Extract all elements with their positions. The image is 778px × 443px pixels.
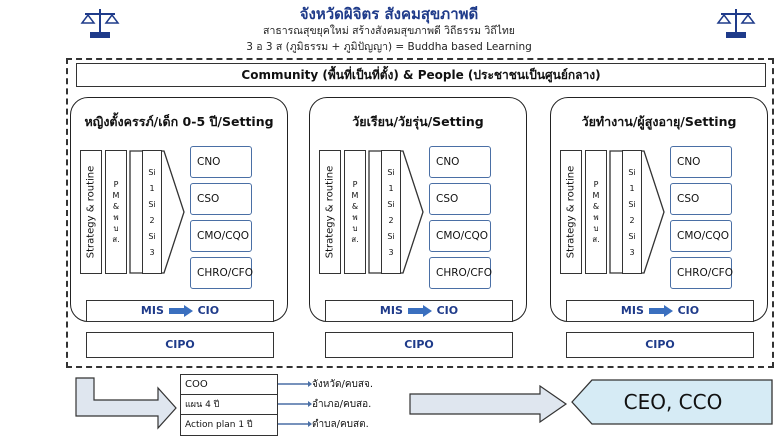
si-char: Si: [387, 200, 395, 209]
cipo-box: CIPO: [86, 332, 274, 358]
coo-label: COO: [181, 375, 277, 395]
page-title: จังหวัดผิจิตร สังคมสุขภาพดี: [299, 5, 479, 23]
pm-char: &: [351, 202, 359, 211]
justice-scale-left-icon: [80, 9, 120, 38]
role-box: CHRO/CFO: [429, 257, 492, 289]
ceo-cco-label: CEO, CCO: [623, 390, 723, 414]
framework-frame: [66, 58, 774, 368]
si-char: 3: [629, 248, 635, 257]
si-char: Si: [387, 168, 395, 177]
role-box: CSO: [190, 183, 252, 215]
pm-char: M: [351, 191, 359, 200]
si-char: Si: [148, 168, 156, 177]
pm-char: ส.: [592, 235, 600, 244]
mis-label: MIS: [140, 304, 164, 317]
right-arrow-icon: [168, 305, 193, 317]
pm-char: บ: [113, 224, 119, 233]
si-char: Si: [628, 232, 636, 241]
mis-label: MIS: [620, 304, 644, 317]
mis-cio-bar: MIS CIO: [86, 300, 274, 322]
strategy-box: Strategy & routine: [80, 150, 102, 274]
section-title: หญิงตั้งครรภ์/เด็ก 0-5 ปี/Setting: [84, 114, 274, 129]
si-char: 1: [388, 184, 394, 193]
pm-char: บ: [352, 224, 358, 233]
si-char: 1: [629, 184, 635, 193]
ceo-shape: [571, 379, 773, 425]
cio-label: CIO: [436, 304, 459, 317]
si-char: 3: [149, 248, 155, 257]
strategy-box: Strategy & routine: [319, 150, 341, 274]
role-box: CSO: [670, 183, 732, 215]
si-char: 2: [629, 216, 635, 225]
cio-label: CIO: [677, 304, 700, 317]
pm-box: [105, 150, 127, 274]
action-plan-label: Action plan 1 ปี: [185, 420, 253, 430]
mis-cio-bar: MIS CIO: [566, 300, 754, 322]
role-box: CSO: [429, 183, 491, 215]
pm-char: P: [113, 180, 119, 189]
pm-char: พ: [113, 213, 119, 222]
mis-cio-bar: MIS CIO: [325, 300, 513, 322]
role-box: CMO/CQO: [429, 220, 491, 252]
si-char: 2: [149, 216, 155, 225]
community-banner: Community (พื้นที่เป็นที่ตั้ง) & People …: [76, 63, 766, 87]
strategy-box: Strategy & routine: [560, 150, 582, 274]
si-char: Si: [628, 200, 636, 209]
pm-char: ส.: [112, 235, 120, 244]
si-char: Si: [628, 168, 636, 177]
cio-label: CIO: [197, 304, 220, 317]
strategy-label: Strategy & routine: [324, 165, 336, 259]
justice-scale-right-icon: [716, 9, 756, 38]
level-subdistrict: ตำบล/คบสต.: [312, 419, 369, 430]
mis-label: MIS: [379, 304, 403, 317]
pm-char: P: [352, 180, 358, 189]
pm-char: &: [592, 202, 600, 211]
header-subtitle-2: 3 อ 3 ส (ภูมิธรรม + ภูมิปัญญา) = Buddha …: [246, 41, 532, 53]
coo-box: COO แผน 4 ปี Action plan 1 ปี: [180, 374, 278, 436]
role-box: CNO: [670, 146, 732, 178]
strategy-label: Strategy & routine: [565, 165, 577, 259]
right-arrow-icon: [407, 305, 432, 317]
four-year-plan-label: แผน 4 ปี: [181, 395, 277, 415]
si-box: [381, 150, 401, 274]
role-box: CMO/CQO: [190, 220, 252, 252]
pm-char: ส.: [351, 235, 359, 244]
level-district: อำเภอ/คบสอ.: [312, 399, 372, 410]
role-box: CNO: [429, 146, 491, 178]
role-box: CNO: [190, 146, 252, 178]
cipo-box: CIPO: [566, 332, 754, 358]
si-char: 1: [149, 184, 155, 193]
section-title: วัยทำงาน/ผู้สูงอายุ/Setting: [581, 114, 737, 129]
pm-char: &: [112, 202, 120, 211]
si-box: [142, 150, 162, 274]
si-char: 3: [388, 248, 394, 257]
level-arrows-icon: [278, 381, 312, 427]
pm-char: M: [112, 191, 120, 200]
long-arrow-icon: [409, 384, 568, 424]
si-char: Si: [387, 232, 395, 241]
role-box: CHRO/CFO: [190, 257, 253, 289]
pm-char: M: [592, 191, 600, 200]
level-province: จังหวัด/คบสจ.: [312, 379, 373, 390]
strategy-label: Strategy & routine: [85, 165, 97, 259]
big-arrow-icon: [75, 377, 177, 430]
pm-char: พ: [593, 213, 599, 222]
pm-char: พ: [352, 213, 358, 222]
si-char: Si: [148, 232, 156, 241]
pm-char: บ: [593, 224, 599, 233]
right-arrow-icon: [648, 305, 673, 317]
header-subtitle-1: สาธารณสุขยุคใหม่ สร้างสังคมสุขภาพดี วิถี…: [263, 25, 515, 37]
section-title: วัยเรียน/วัยรุ่น/Setting: [352, 114, 484, 129]
si-box: [622, 150, 642, 274]
role-box: CHRO/CFO: [670, 257, 733, 289]
si-char: 2: [388, 216, 394, 225]
role-box: CMO/CQO: [670, 220, 732, 252]
si-char: Si: [148, 200, 156, 209]
pm-box: [585, 150, 607, 274]
cipo-box: CIPO: [325, 332, 513, 358]
pm-box: [344, 150, 366, 274]
pm-char: P: [593, 180, 599, 189]
